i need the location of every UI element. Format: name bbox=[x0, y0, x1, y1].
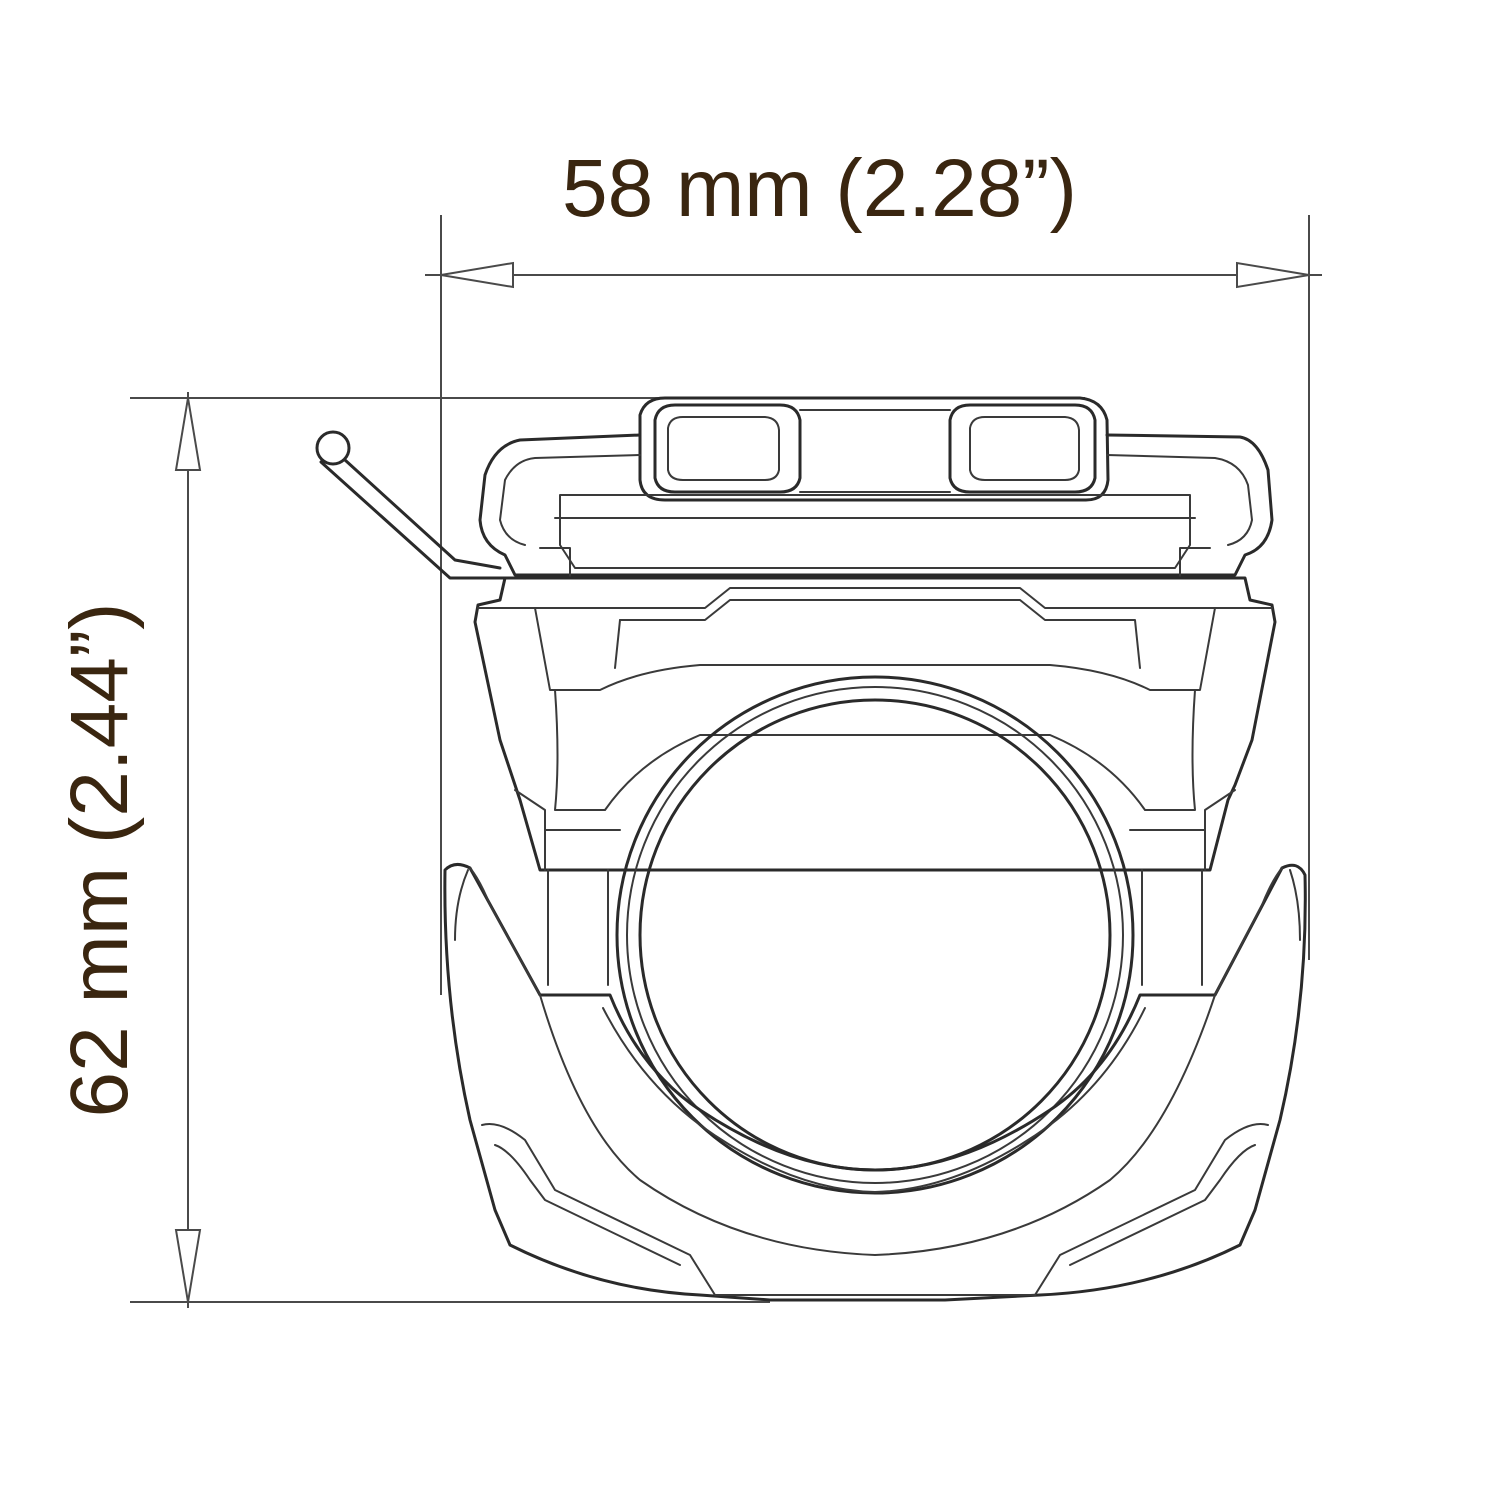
bottom-shell-left-inner bbox=[469, 867, 541, 996]
middle-housing-shelf-left-edge bbox=[614, 619, 621, 669]
lens-assembly bbox=[615, 675, 1135, 1195]
right-button-face bbox=[969, 416, 1080, 481]
top-plate bbox=[559, 494, 1191, 569]
lanyard-pin-shaft-lower bbox=[343, 458, 502, 570]
lens-middle-ring bbox=[626, 686, 1124, 1184]
width-arrow-left bbox=[440, 261, 514, 289]
upper-housing bbox=[478, 433, 1274, 579]
bottom-right-foot-inner bbox=[1069, 1144, 1256, 1266]
right-button bbox=[948, 403, 1097, 494]
bottom-left-foot bbox=[481, 1123, 716, 1296]
left-button bbox=[653, 403, 802, 494]
bottom-shell-left-lip bbox=[454, 869, 469, 941]
middle-housing-shelf bbox=[534, 607, 1216, 691]
middle-housing-outline bbox=[473, 576, 1277, 872]
bottom-right-foot bbox=[1034, 1123, 1269, 1296]
top-buttons bbox=[638, 396, 1110, 502]
height-arrow-top bbox=[174, 397, 202, 471]
left-latch bbox=[539, 547, 571, 579]
upper-housing-inner-right bbox=[1106, 454, 1253, 546]
height-arrow-bottom bbox=[174, 1229, 202, 1303]
height-dimension-label: 62 mm (2.44”) bbox=[54, 602, 145, 1118]
upper-housing-outline bbox=[478, 433, 1274, 577]
width-arrow-right bbox=[1236, 261, 1310, 289]
lanyard-pin-head bbox=[315, 430, 351, 466]
upper-housing-inner-left bbox=[499, 454, 641, 546]
middle-housing-ridge bbox=[477, 587, 1273, 609]
middle-housing bbox=[473, 576, 1277, 872]
lens-inner-ring bbox=[638, 698, 1112, 1172]
button-housing bbox=[638, 396, 1110, 502]
width-dimension-label: 58 mm (2.28”) bbox=[562, 143, 1077, 234]
bottom-shell-contour bbox=[539, 994, 1216, 1256]
bottom-shell-cradle bbox=[602, 1007, 1146, 1193]
bottom-shell-right-lip bbox=[1289, 869, 1301, 941]
lens-outer-ring bbox=[615, 675, 1135, 1195]
bottom-shell-outline bbox=[443, 863, 1307, 1302]
middle-housing-inner-shelf bbox=[619, 599, 1141, 669]
bottom-shell bbox=[443, 863, 1307, 1302]
bottom-shell-right-inner bbox=[1214, 867, 1283, 996]
middle-housing-left-flap bbox=[514, 789, 546, 871]
right-latch bbox=[1179, 547, 1211, 579]
middle-housing-cradle bbox=[554, 689, 1196, 811]
width-dimension bbox=[425, 215, 1322, 995]
height-dimension bbox=[130, 392, 1085, 1308]
lower-columns bbox=[547, 869, 1203, 986]
lanyard-pin-shaft-upper bbox=[319, 460, 507, 580]
lanyard-pin bbox=[315, 430, 507, 580]
left-button-face bbox=[667, 416, 780, 481]
bottom-left-foot-inner bbox=[494, 1144, 681, 1266]
middle-housing-right-flap bbox=[1204, 789, 1236, 871]
